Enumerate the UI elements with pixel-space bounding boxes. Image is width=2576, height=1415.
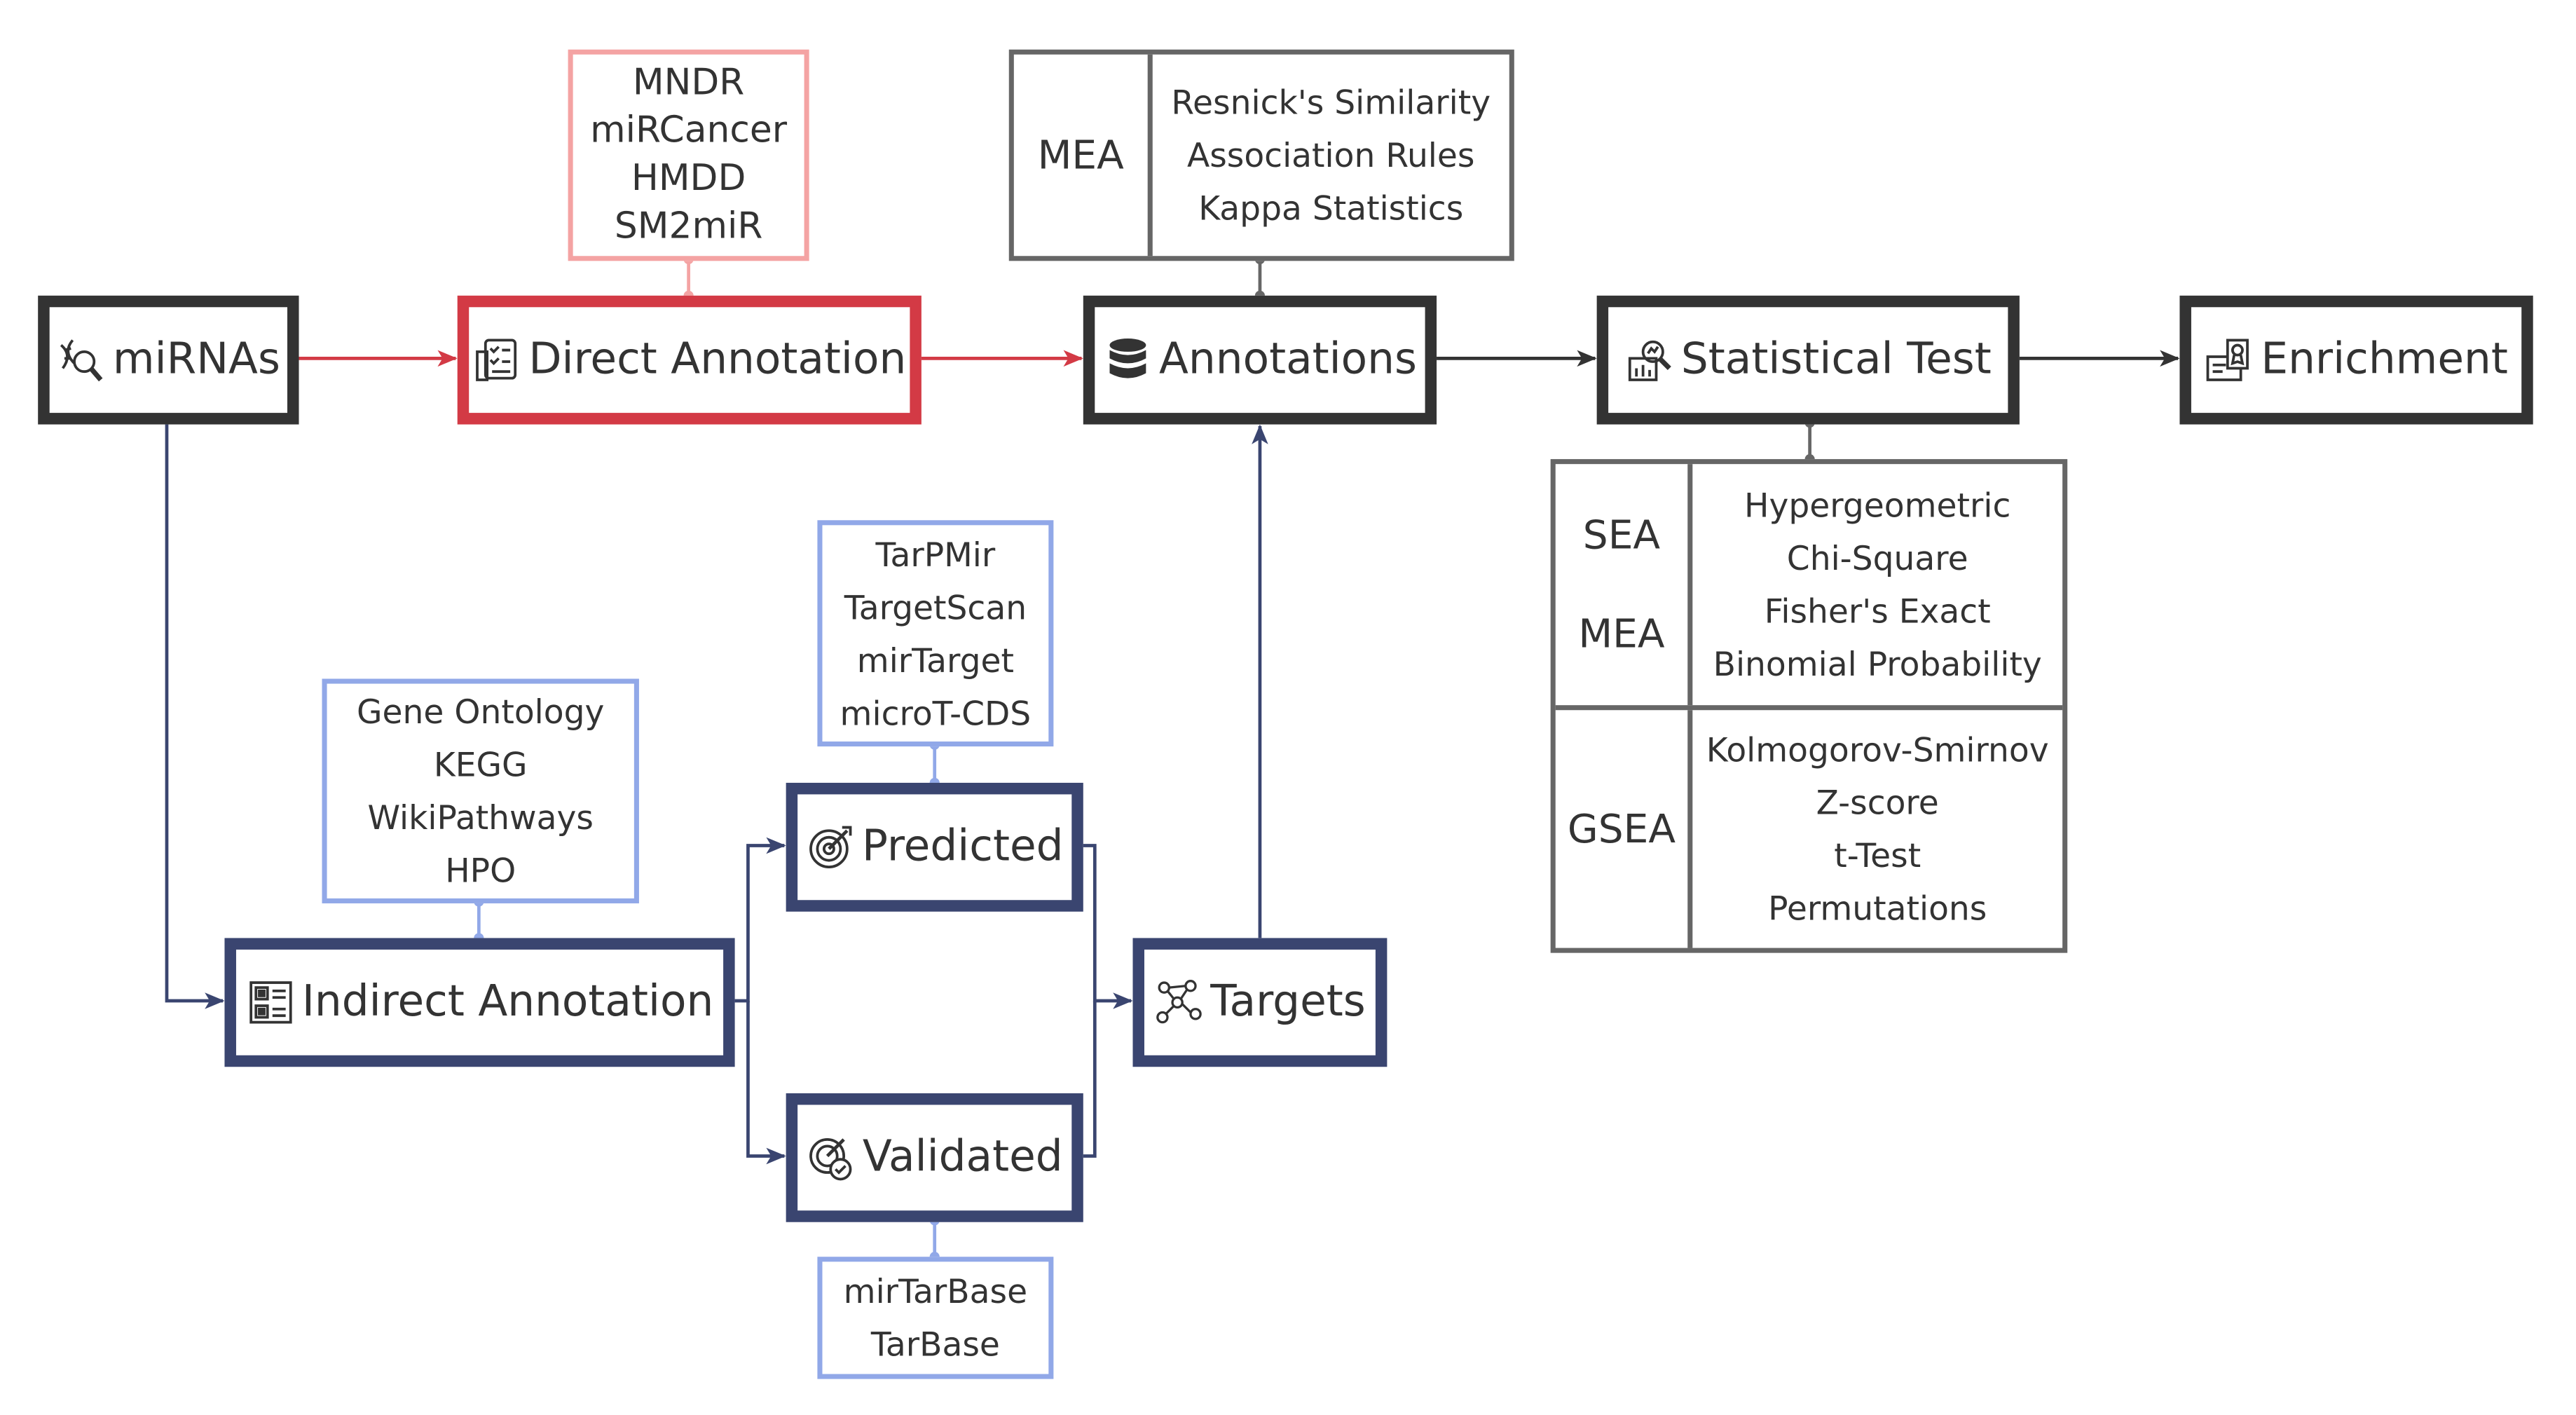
edge-predicted-targets [1081, 844, 1133, 1009]
predicted-node: Predicted [786, 782, 1083, 912]
mirnas-label: miRNAs [112, 335, 280, 385]
analytics-icon [1625, 335, 1675, 385]
source-item: WikiPathways [367, 798, 594, 838]
database-icon [1103, 335, 1153, 385]
mea-items: Resnick's Similarity Association Rules K… [1153, 55, 1509, 256]
validated-node: Validated [786, 1093, 1083, 1222]
certificate-icon [2205, 335, 2254, 385]
method-item: Association Rules [1186, 135, 1475, 175]
mirnas-node: miRNAs [38, 295, 299, 425]
predicted-sources-box: TarPMir TargetScan mirTarget microT-CDS [817, 520, 1054, 747]
target-check-icon [807, 1133, 856, 1182]
method-item: Z-score [1816, 782, 1939, 823]
source-item: mirTarBase [843, 1271, 1028, 1311]
source-item: miRCancer [590, 110, 788, 152]
method-label: GSEA [1567, 805, 1676, 852]
direct-annotation-node: Direct Annotation [457, 295, 922, 425]
edge-indirect-predicted [733, 837, 786, 1003]
edge-mirnas-indirect [165, 423, 225, 1009]
method-item: Binomial Probability [1713, 643, 2042, 684]
validated-label: Validated [862, 1133, 1063, 1183]
indirect-annotation-node: Indirect Annotation [224, 938, 735, 1067]
source-item: MNDR [632, 62, 745, 104]
enrichment-label: Enrichment [2261, 335, 2508, 385]
stat-row-items: Kolmogorov-Smirnov Z-score t-Test Permut… [1692, 710, 2062, 948]
source-item: HMDD [631, 158, 746, 200]
network-icon [1154, 978, 1204, 1027]
annotations-label: Annotations [1159, 335, 1417, 385]
method-item: Hypergeometric [1744, 485, 2011, 526]
method-item: Kappa Statistics [1198, 188, 1464, 228]
qr-list-icon [246, 978, 296, 1027]
mea-label: MEA [1014, 54, 1153, 257]
source-item: mirTarget [856, 640, 1014, 680]
stat-row-labels: GSEA [1556, 710, 1693, 948]
mea-method-box: MEA Resnick's Similarity Association Rul… [1008, 49, 1514, 261]
method-label: MEA [1578, 610, 1665, 657]
edge-validated-targets [1081, 1000, 1097, 1158]
source-item: KEGG [433, 744, 528, 785]
checklist-icon [472, 335, 522, 385]
validated-sources-box: mirTarBase TarBase [817, 1257, 1054, 1379]
target-icon [806, 822, 856, 872]
targets-label: Targets [1210, 977, 1366, 1027]
statistical-test-label: Statistical Test [1680, 335, 1992, 385]
source-item: microT-CDS [840, 692, 1032, 733]
direct-annotation-label: Direct Annotation [528, 335, 907, 385]
source-item: SM2miR [614, 206, 763, 248]
indirect-sources-box: Gene Ontology KEGG WikiPathways HPO [322, 678, 639, 903]
stat-row-sea-mea: SEA MEA Hypergeometric Chi-Square Fisher… [1555, 464, 2063, 711]
source-item: Gene Ontology [357, 692, 605, 732]
stat-row-gsea: GSEA Kolmogorov-Smirnov Z-score t-Test P… [1556, 710, 2062, 948]
stat-row-items: Hypergeometric Chi-Square Fisher's Exact… [1692, 464, 2062, 705]
method-item: Permutations [1768, 888, 1987, 929]
method-item: Fisher's Exact [1764, 591, 1991, 631]
source-item: TargetScan [844, 587, 1027, 627]
indirect-annotation-label: Indirect Annotation [301, 977, 714, 1027]
method-item: t-Test [1834, 835, 1921, 875]
dna-search-icon [57, 335, 107, 385]
source-item: HPO [445, 850, 516, 891]
edge-indirect-validated [746, 1000, 786, 1165]
direct-sources-box: MNDR miRCancer HMDD SM2miR [568, 49, 809, 261]
method-label: SEA [1582, 512, 1661, 559]
predicted-label: Predicted [861, 822, 1064, 873]
method-item: Chi-Square [1786, 538, 1968, 578]
source-item: TarBase [870, 1324, 1000, 1365]
annotations-node: Annotations [1083, 295, 1437, 425]
enrichment-node: Enrichment [2179, 295, 2533, 425]
stat-row-labels: SEA MEA [1556, 464, 1693, 706]
statistical-test-node: Statistical Test [1596, 295, 2020, 425]
method-item: Resnick's Similarity [1171, 82, 1491, 123]
statistical-methods-table: SEA MEA Hypergeometric Chi-Square Fisher… [1550, 459, 2068, 953]
targets-node: Targets [1132, 938, 1388, 1067]
source-item: TarPMir [875, 534, 996, 574]
method-item: Kolmogorov-Smirnov [1706, 730, 2049, 770]
